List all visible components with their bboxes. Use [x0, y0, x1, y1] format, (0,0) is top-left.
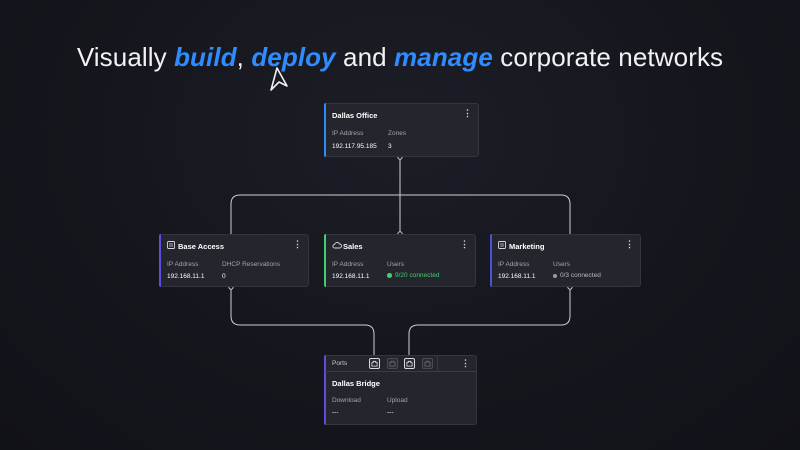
node-stripe — [490, 234, 492, 287]
download-label: Download — [332, 397, 361, 404]
node-title: Base Access — [178, 242, 225, 251]
upload-label: Upload — [387, 397, 408, 404]
hierarchy-icon — [167, 241, 175, 249]
more-menu-icon[interactable]: ⋮ — [463, 108, 472, 118]
users-label: Users — [553, 261, 570, 268]
ip-address-value: 192.168.11.1 — [498, 273, 536, 280]
download-value: --- — [332, 409, 339, 416]
disconnected-status-icon — [553, 273, 557, 278]
port-4-button[interactable] — [422, 358, 433, 369]
ethernet-port-icon — [389, 360, 396, 367]
headline-deploy: deploy — [251, 42, 336, 72]
cursor-arrow-icon — [270, 67, 288, 91]
users-value: 9/20 connected — [395, 272, 440, 279]
wire-office-to-base — [230, 194, 400, 234]
zones-value: 3 — [388, 143, 392, 150]
node-title: Marketing — [509, 242, 545, 251]
ip-address-value: 192.168.11.1 — [332, 273, 370, 280]
ports-bar: Ports ⋮ — [325, 356, 476, 372]
node-dallas-bridge[interactable]: Ports ⋮ Dallas Bridge Download --- Uploa… — [324, 355, 477, 425]
headline-suffix: corporate networks — [492, 42, 724, 72]
node-title: Dallas Office — [332, 111, 378, 120]
node-title: Dallas Bridge — [332, 379, 380, 388]
ip-address-label: IP Address — [167, 261, 199, 268]
headline-comma: , — [236, 42, 244, 72]
headline-and: and — [335, 42, 395, 72]
wire-marketing-to-bridge — [408, 287, 571, 358]
ip-address-value: 192.117.95.185 — [332, 143, 377, 150]
node-dallas-office[interactable]: Dallas Office ⋮ IP Address 192.117.95.18… — [324, 103, 479, 157]
port-1-button[interactable] — [369, 358, 380, 369]
headline-manage: manage — [394, 42, 493, 72]
node-marketing[interactable]: Marketing ⋮ IP Address 192.168.11.1 User… — [490, 234, 641, 287]
node-stripe — [324, 103, 326, 157]
users-status: 0/3 connected — [553, 272, 601, 279]
ethernet-port-icon — [371, 360, 378, 367]
port-2-button[interactable] — [387, 358, 398, 369]
hierarchy-icon — [498, 241, 506, 249]
node-stripe — [159, 234, 161, 287]
ip-address-label: IP Address — [498, 261, 530, 268]
wire-base-to-bridge — [230, 287, 375, 358]
port-3-button[interactable] — [404, 358, 415, 369]
ethernet-port-icon — [424, 360, 431, 367]
more-menu-icon[interactable]: ⋮ — [460, 239, 469, 249]
headline-build: build — [174, 42, 237, 72]
ip-address-label: IP Address — [332, 261, 364, 268]
connected-status-icon — [387, 273, 392, 278]
node-title: Sales — [343, 242, 363, 251]
ports-label: Ports — [332, 360, 348, 367]
node-stripe — [324, 355, 326, 425]
node-sales[interactable]: Sales ⋮ IP Address 192.168.11.1 Users 9/… — [324, 234, 476, 287]
headline-prefix: Visually — [76, 42, 175, 72]
more-menu-icon[interactable]: ⋮ — [461, 358, 470, 368]
wire-office-to-marketing — [400, 194, 571, 234]
more-menu-icon[interactable]: ⋮ — [625, 239, 634, 249]
users-label: Users — [387, 261, 404, 268]
ethernet-port-icon — [406, 360, 413, 367]
dhcp-reservations-value: 0 — [222, 273, 226, 280]
upload-value: --- — [387, 409, 394, 416]
headline: Visually build, deploy and manage corpor… — [0, 42, 800, 73]
ip-address-label: IP Address — [332, 130, 364, 137]
ports-divider — [437, 356, 438, 371]
more-menu-icon[interactable]: ⋮ — [293, 239, 302, 249]
users-status: 9/20 connected — [387, 272, 439, 279]
cloud-icon — [332, 242, 342, 249]
dhcp-reservations-label: DHCP Reservations — [222, 261, 281, 268]
node-base-access[interactable]: Base Access ⋮ IP Address 192.168.11.1 DH… — [159, 234, 309, 287]
ip-address-value: 192.168.11.1 — [167, 273, 205, 280]
users-value: 0/3 connected — [560, 272, 601, 279]
node-stripe — [324, 234, 326, 287]
zones-label: Zones — [388, 130, 407, 137]
